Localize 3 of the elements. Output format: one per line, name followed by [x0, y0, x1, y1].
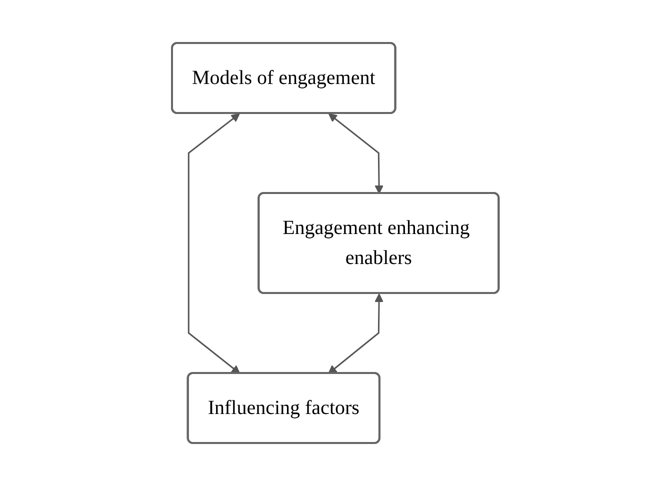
arrow — [328, 113, 384, 194]
arrow — [328, 294, 384, 374]
arrow — [188, 113, 240, 374]
